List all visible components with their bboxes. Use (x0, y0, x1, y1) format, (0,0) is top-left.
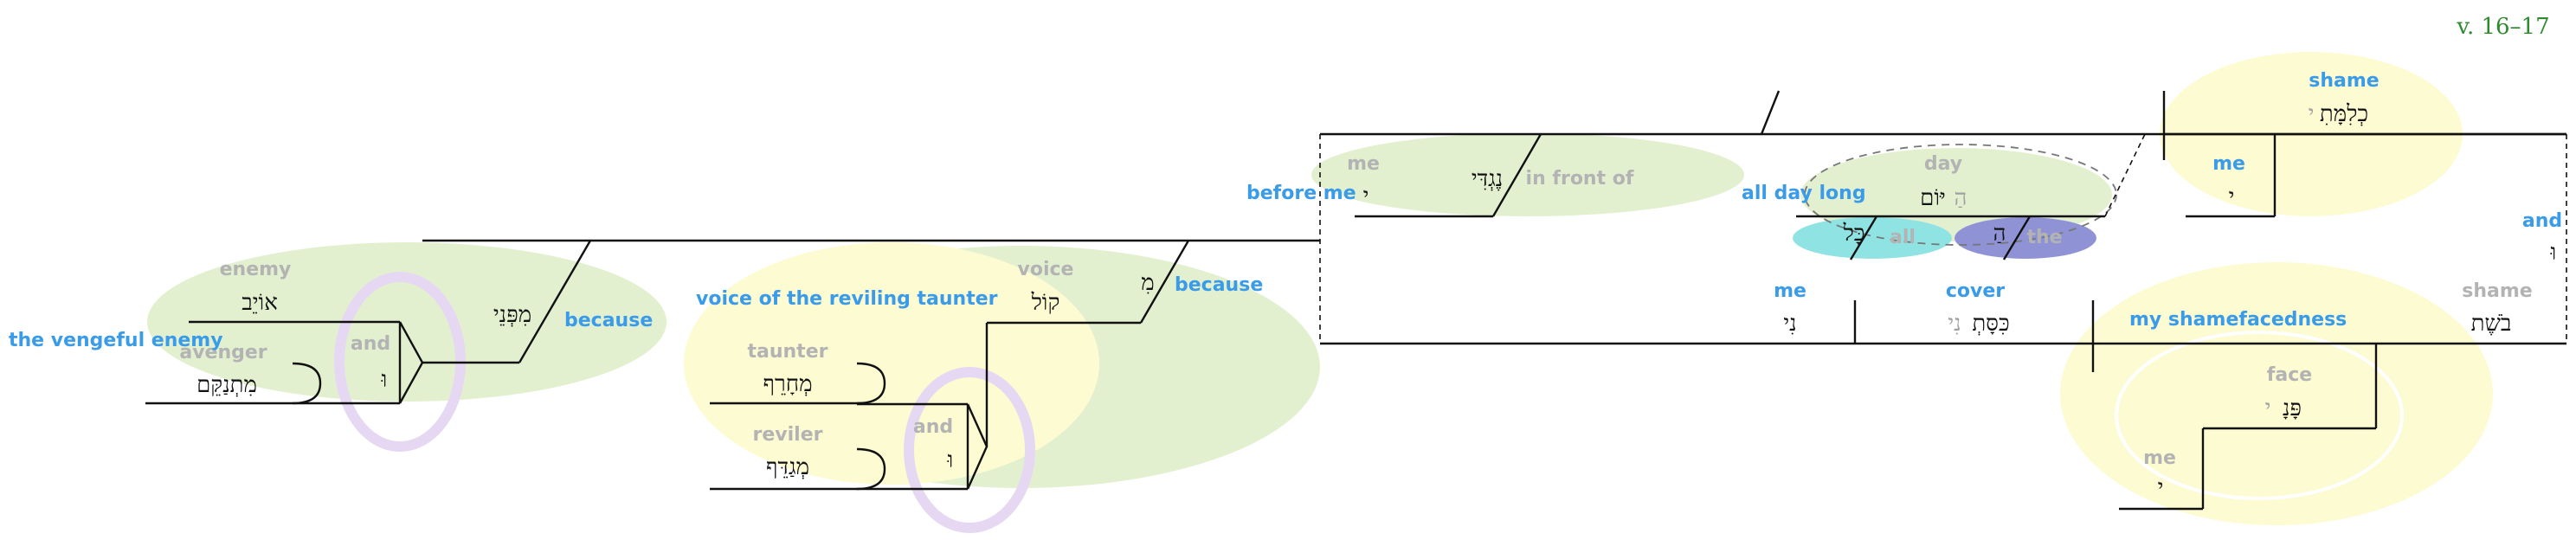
eng-and: and (2522, 210, 2562, 232)
eng-before-me: before me (1246, 183, 1356, 204)
line-ha-slant (2002, 215, 2032, 260)
eng-the-vengeful-enemy: the vengeful enemy (9, 330, 223, 351)
word-ni: נִי (1783, 311, 1796, 337)
eng-me: me (1774, 280, 1806, 302)
gloss-me-1: me (1347, 153, 1380, 175)
highlight-white-ring-face (2115, 331, 2404, 500)
gloss-all: all (1890, 227, 1916, 248)
eng-my-shamefacedness: my shamefacedness (2129, 309, 2347, 331)
word-vav-1: וּ (381, 367, 388, 393)
word-kissatni: כִּסָּתְ (1972, 311, 2009, 337)
word-boshet: בֹשֶׁת (2471, 311, 2512, 337)
word-qol: קוֹל (1031, 290, 1060, 316)
word-kissatni-suffix: נִי (1948, 311, 1961, 337)
highlight-cyan-ellipse-all (1793, 217, 1952, 259)
gloss-the: the (2026, 227, 2062, 248)
word-mipnei: מִפְּנֵי (493, 302, 531, 328)
line-hook-3 (856, 447, 886, 491)
eng-shame-1: shame (2309, 70, 2379, 92)
line-dashed-connector (2104, 133, 2146, 217)
gloss-and-1: and (351, 333, 390, 355)
highlight-green-ellipse-enemy (147, 242, 667, 402)
word-hayyom: יּוֹם (1920, 185, 1946, 211)
word-panai-suffix: י (2265, 395, 2271, 421)
gloss-enemy: enemy (220, 259, 292, 280)
gloss-day: day (1924, 153, 1962, 175)
word-oyev: אוֹיֵב (242, 290, 278, 316)
eng-voice-of-the-reviling-taunter: voice of the reviling taunter (696, 288, 998, 310)
word-mi: מִ (1141, 270, 1154, 296)
word-mechares: מְחָרֵף (763, 371, 812, 397)
highlight-yellow-ellipse-face (2060, 262, 2493, 525)
line-tick-top (1760, 90, 1781, 135)
gloss-voice: voice (1018, 259, 1074, 280)
gloss-in-front-of: in front of (1526, 168, 1634, 190)
gloss-avenger: avenger (179, 342, 267, 363)
line-prep-2 (1139, 240, 1190, 324)
gloss-shame-2: shame (2462, 280, 2532, 302)
word-kol: כָּל (1843, 221, 1865, 247)
word-panai: פָּנָ (2283, 395, 2302, 421)
word-megaddef: מְגַדֵּף (766, 454, 809, 480)
conjunction-ring-2 (904, 367, 1035, 533)
word-vav-3: וּ (2550, 240, 2557, 266)
eng-all-day-long: all day long (1742, 183, 1866, 204)
word-me-suffix-2: י (2158, 475, 2164, 501)
eng-because-1: because (564, 310, 653, 331)
verse-reference: v. 16–17 (2456, 14, 2549, 40)
line-prep-3 (1491, 133, 1542, 217)
eng-me-2: me (2212, 153, 2245, 175)
word-vav-2: וּ (947, 447, 954, 473)
gloss-taunter: taunter (748, 341, 828, 363)
highlight-blue-ellipse-the (1955, 217, 2096, 259)
line-kol-slant (1849, 215, 1878, 260)
eng-because-2: because (1175, 274, 1263, 296)
line-hook-2 (856, 362, 886, 405)
highlight-yellow-ellipse-voice (684, 242, 1099, 485)
word-me-suffix-1: י (2229, 184, 2235, 210)
eng-cover: cover (1946, 280, 2005, 302)
highlight-green-ellipse-before-me (1311, 133, 1744, 216)
gloss-face: face (2267, 364, 2312, 386)
word-kelimmati: כְלִמָּתִ (2320, 101, 2368, 127)
word-negdi: נֶגְדִּי (1472, 166, 1503, 192)
word-ha: הַ (1993, 221, 2006, 247)
word-hayyom-article: הַ (1955, 185, 1967, 211)
line-hook-1 (292, 362, 322, 405)
highlight-dashed-ellipse-day (1804, 144, 2117, 246)
word-kelimmati-suffix: י (2309, 101, 2315, 127)
line-prep-1 (518, 240, 592, 363)
gloss-me-3: me (2143, 447, 2176, 469)
word-negdi-suffix: י (1363, 183, 1369, 209)
gloss-and-2: and (913, 416, 953, 438)
word-mitnaqem: מִתְנַקֵּם (196, 372, 257, 398)
gloss-reviler: reviler (753, 424, 823, 446)
